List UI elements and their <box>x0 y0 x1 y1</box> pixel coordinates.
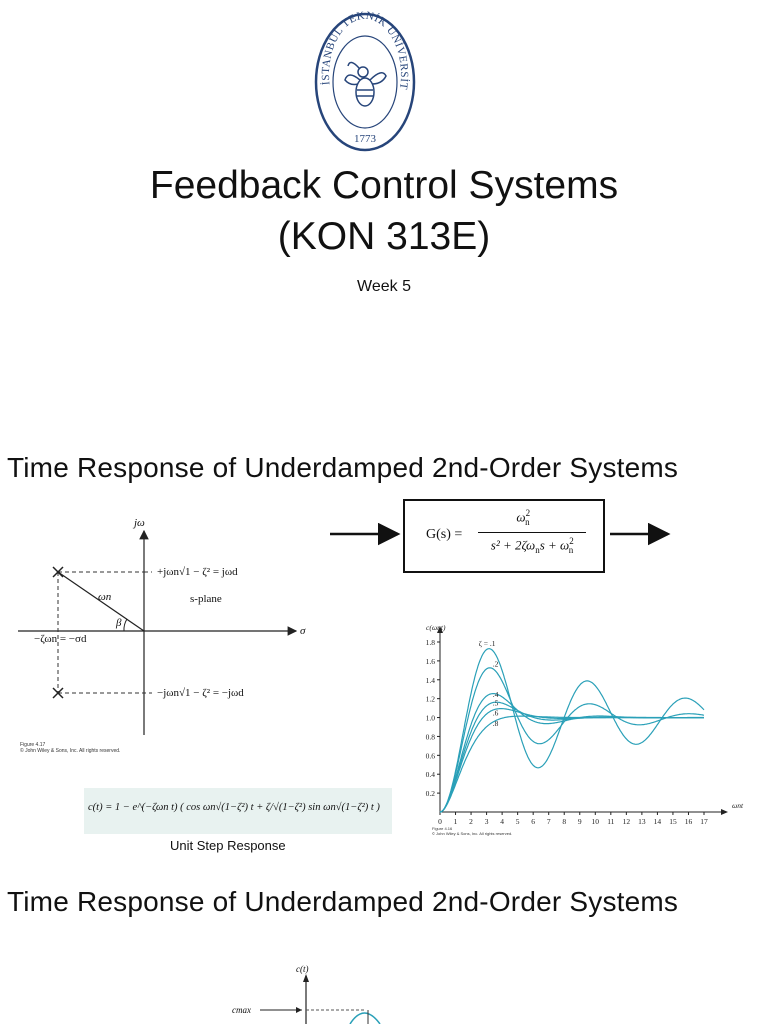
series-label: ζ = .1 <box>479 639 496 648</box>
x-tick-label: 8 <box>562 817 566 826</box>
response-curve <box>439 708 704 813</box>
tf-fraction-bar <box>478 532 586 533</box>
x-tick-label: 12 <box>623 817 631 826</box>
university-logo: İSTANBUL TEKNİK ÜNİVERSİTESİ 1773 <box>308 1 418 154</box>
tf-numerator: ω2n <box>516 508 531 527</box>
y-tick-label: 1.2 <box>426 695 436 704</box>
x-tick-label: 17 <box>700 817 708 826</box>
y-axis-arrow <box>437 626 443 633</box>
x-tick-label: 4 <box>500 817 504 826</box>
y-tick-label: 1.0 <box>426 714 436 723</box>
y-tick-label: 0.2 <box>426 789 436 798</box>
x-tick-label: 10 <box>592 817 600 826</box>
lower-pole-label: −jωn√1 − ζ² = −jωd <box>157 687 244 699</box>
slide-title: Time Response of Underdamped 2nd-Order S… <box>7 452 679 483</box>
upper-pole-marker <box>52 566 64 578</box>
x-tick-label: 1 <box>454 817 458 826</box>
response-curve <box>439 693 704 813</box>
series-label: .4 <box>493 690 499 699</box>
y-axis-label: c(ωnt) <box>426 623 446 632</box>
y-tick-label: 0.4 <box>426 770 436 779</box>
sigma-axis-label: σ <box>300 625 306 637</box>
x-tick-label: 11 <box>607 817 614 826</box>
real-part-label: −ζωn = −σd <box>34 633 87 645</box>
tf-lhs: G(s) = <box>426 527 463 542</box>
jw-axis-label: jω <box>134 517 145 529</box>
x-tick-label: 16 <box>685 817 693 826</box>
x-tick-label: 15 <box>669 817 677 826</box>
step-equation: c(t) = 1 − e^(−ζωn t) ( cos ωn√(1−ζ²) t … <box>88 802 380 813</box>
x-axis-arrow <box>721 809 728 815</box>
x-tick-label: 6 <box>531 817 535 826</box>
cmax-label: cmax <box>232 1005 251 1015</box>
y-tick-label: 1.6 <box>426 657 436 666</box>
logo-year: 1773 <box>354 133 377 145</box>
x-tick-label: 2 <box>469 817 473 826</box>
s-plane-label: s-plane <box>190 593 222 605</box>
beta-label: β <box>116 617 122 629</box>
tf-denominator: s² + 2ζωns + ω2n <box>490 536 574 555</box>
s-plane-diagram <box>14 515 314 755</box>
x-tick-label: 14 <box>654 817 662 826</box>
series-label: .8 <box>493 719 499 728</box>
chart-figure-caption: Figure 4.16 <box>432 826 453 831</box>
x-tick-label: 9 <box>578 817 582 826</box>
series-label: .2 <box>493 660 499 669</box>
upper-pole-label: +jωn√1 − ζ² = jωd <box>157 566 238 578</box>
chart-copyright: © John Wiley & Sons, Inc. All rights res… <box>432 831 512 836</box>
x-tick-label: 7 <box>547 817 551 826</box>
week-label: Week 5 <box>357 278 411 295</box>
x-tick-label: 3 <box>485 817 489 826</box>
response-curve <box>439 648 705 813</box>
slide3-ylabel: c(t) <box>296 964 309 974</box>
slide3-diagram <box>230 958 430 1025</box>
step-equation-box: c(t) = 1 − e^(−ζωn t) ( cos ωn√(1−ζ²) t … <box>84 788 392 834</box>
splane-figure-caption: Figure 4.17 <box>20 742 46 748</box>
series-label: .5 <box>493 698 499 707</box>
response-curve <box>439 667 705 813</box>
slide3-title: Time Response of Underdamped 2nd-Order S… <box>7 886 679 917</box>
x-axis-label: ωnt <box>732 801 744 810</box>
page-title: Feedback Control Systems <box>149 164 619 207</box>
y-tick-label: 1.4 <box>426 676 436 685</box>
x-tick-label: 13 <box>638 817 646 826</box>
y-tick-label: 1.8 <box>426 638 436 647</box>
wn-label: ωn <box>98 591 112 603</box>
course-code: (KON 313E) <box>277 215 491 258</box>
splane-copyright: © John Wiley & Sons, Inc. All rights res… <box>20 748 121 754</box>
y-tick-label: 0.8 <box>426 732 436 741</box>
bee-icon <box>344 61 387 107</box>
response-curve <box>439 715 704 813</box>
x-tick-label: 5 <box>516 817 520 826</box>
step-caption: Unit Step Response <box>170 838 286 853</box>
y-tick-label: 0.6 <box>426 751 436 760</box>
lower-pole-marker <box>52 687 64 699</box>
block-diagram <box>328 498 673 576</box>
x-tick-label: 0 <box>438 817 442 826</box>
series-label: .6 <box>493 709 499 718</box>
